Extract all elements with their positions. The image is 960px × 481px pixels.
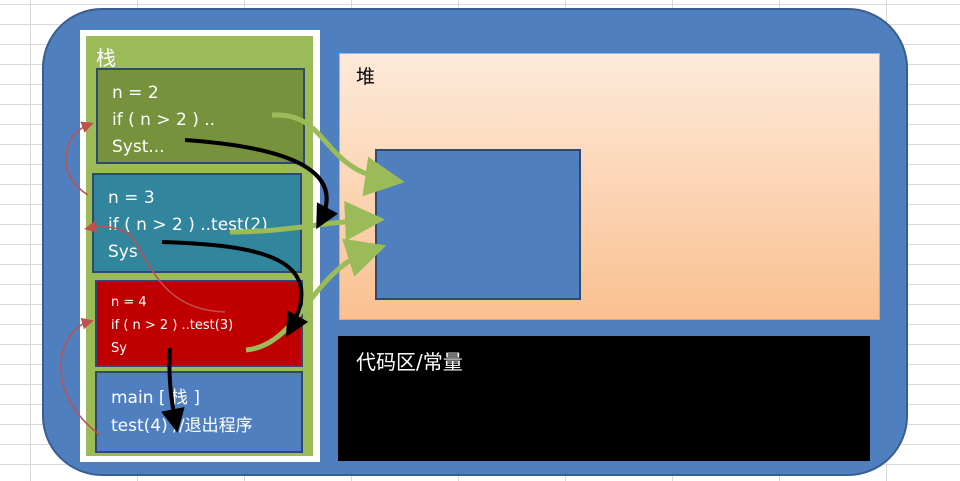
- frame-line: if ( n > 2 ) ..: [112, 110, 216, 130]
- black-return-n3: [161, 240, 309, 337]
- green-arrow-n4-to-heap: [245, 238, 387, 353]
- green-arrow-n3-to-heap: [229, 201, 385, 241]
- code-area-label: 代码区/常量: [356, 350, 463, 374]
- stack-frame-main: main [ 栈 ] test(4) //退出程序: [95, 371, 303, 453]
- black-return-n2: [184, 138, 339, 230]
- stack-label: 栈: [96, 46, 116, 70]
- frame-line: if ( n > 2 ) ..test(2): [108, 215, 268, 235]
- frame-line: if ( n > 2 ) ..test(3): [111, 318, 234, 333]
- green-arrow-n2-to-heap: [271, 112, 405, 197]
- heap-object: [375, 149, 581, 300]
- red-call-n3-to-n2: [65, 121, 94, 196]
- red-call-n4-to-n3: [84, 220, 226, 313]
- frame-line: n = 3: [108, 188, 155, 208]
- code-area-region: [338, 336, 870, 461]
- stack-frame-n4: n = 4 if ( n > 2 ) ..test(3) Sy: [95, 280, 303, 367]
- frame-line: n = 4: [111, 295, 147, 310]
- frame-line: main [ 栈 ]: [111, 388, 200, 408]
- stack-frame-n2: n = 2 if ( n > 2 ) .. Syst...: [96, 68, 305, 164]
- frame-line: Sys: [108, 242, 138, 262]
- frame-line: Sy: [111, 341, 127, 356]
- frame-line: n = 2: [112, 83, 159, 103]
- red-call-main-to-n4: [60, 317, 101, 436]
- heap-label: 堆: [356, 66, 376, 88]
- frame-line: Syst...: [112, 137, 165, 157]
- black-return-main: [161, 347, 185, 433]
